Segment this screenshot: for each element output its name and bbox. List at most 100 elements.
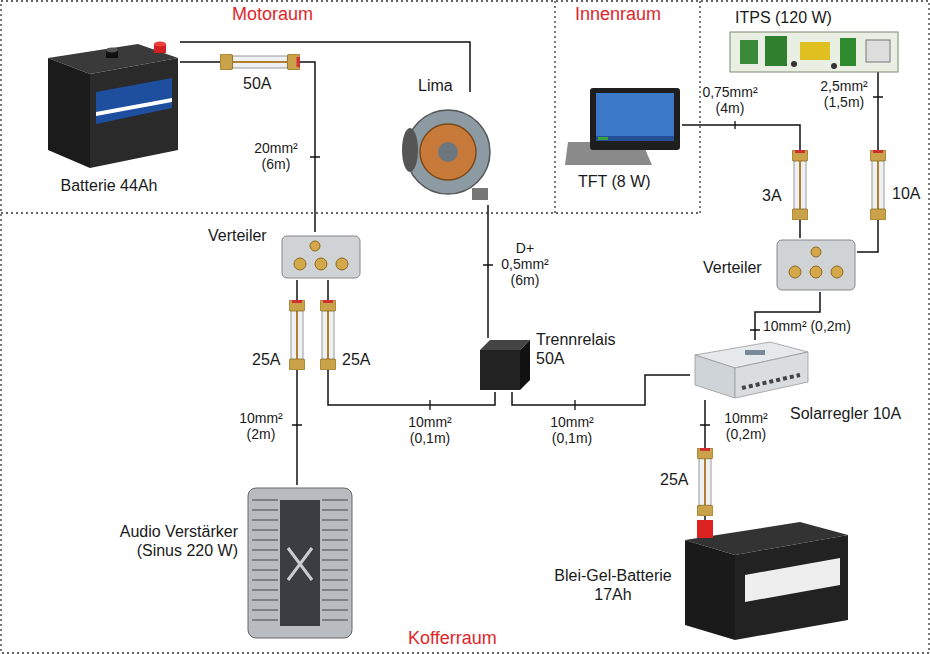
relay-picture [520,340,530,390]
wire [487,205,489,338]
fuse-rating: 3A [762,186,782,205]
wire-spec: 10mm² (0,2m) [716,410,776,442]
fuse-rating: 25A [342,350,370,369]
component-node: Verteiler [775,238,857,292]
tft-monitor-picture [596,93,674,141]
component-node: Blei-Gel-Batterie 17Ah [680,520,850,642]
distributor-picture [789,266,801,278]
itps-board-picture [866,40,890,62]
fuse-rating: 50A [243,74,271,93]
component-label: ITPS (120 W) [735,8,832,27]
component-node: Verteiler [280,232,362,280]
component-node: Trennrelais 50A [478,338,530,392]
wire-spec: 0,75mm² (4m) [700,84,760,116]
solar-controller-picture [742,375,800,388]
gel-battery-picture [685,520,848,640]
fuse-symbol [320,300,336,370]
distributor-picture [282,236,360,278]
component-node: ITPS (120 W) [730,30,898,72]
component-label: Lima [418,76,453,95]
component-label: Verteiler [703,258,762,277]
component-label: Blei-Gel-Batterie 17Ah [548,566,678,604]
starter-battery-picture [48,58,90,168]
wire-tick [292,97,883,425]
wire-spec: 10mm² (0,1m) [398,414,462,446]
solar-controller-picture [695,355,735,398]
fuse-symbol [792,150,808,220]
wire-spec: 10mm² (0,2m) [763,318,851,334]
distributor-picture [777,240,855,290]
relay-picture [480,350,520,390]
relay-picture [480,340,530,390]
region-name: Innenraum [575,4,661,26]
itps-board-picture [800,42,830,60]
component-node: Lima [400,92,492,205]
gel-battery-picture [697,520,713,538]
component-label: Verteiler [208,226,267,245]
gel-battery-picture [685,540,735,640]
component-label: TFT (8 W) [578,172,651,191]
wire [512,375,690,405]
alternator-picture [438,142,458,162]
itps-board-picture [730,32,898,72]
fuse-symbol [220,54,300,70]
wire-spec: 20mm² (6m) [250,140,302,172]
fuse-symbol [697,448,713,516]
fuse-symbol [289,300,305,370]
component-label: Solarregler 10A [790,404,901,423]
tft-monitor-picture [565,88,680,165]
component-node: Solarregler 10A [690,340,810,400]
component-node: Audio Verstärker (Sinus 220 W) [245,485,355,640]
itps-board-picture [840,38,856,66]
region-name: Motoraum [232,4,313,26]
starter-battery-picture [154,42,166,47]
solar-controller-picture [745,350,765,355]
itps-board-picture [765,36,787,66]
alternator-picture [472,188,488,200]
gel-battery-picture [735,535,848,640]
wire-tick [292,97,883,425]
distributor-picture [831,266,843,278]
distributor-picture [810,266,822,278]
distributor-picture [294,258,306,270]
amplifier-picture [248,488,352,638]
fuse-rating: 25A [660,470,688,489]
starter-battery-picture [96,98,172,116]
fuse-symbol [870,150,886,220]
component-label: Audio Verstärker (Sinus 220 W) [88,522,238,560]
starter-battery-picture [96,78,172,124]
distributor-picture [811,247,821,257]
starter-battery-picture [48,42,178,169]
tft-monitor-picture [590,88,680,150]
distributor-picture [777,240,855,290]
wire [180,62,315,232]
alternator-picture [402,128,418,172]
component-label: Batterie 44Ah [61,176,158,195]
gel-battery-picture [745,558,840,602]
tft-monitor-picture [596,136,674,141]
fuse-symbol [220,54,886,516]
component-node: TFT (8 W) [565,85,682,165]
wire-spec: 10mm² (2m) [232,410,290,442]
starter-battery-picture [106,48,118,53]
alternator-picture [420,124,476,180]
amplifier-picture [288,548,312,580]
itps-board-picture [730,32,898,72]
component-node: Batterie 44Ah [40,30,180,170]
wire [328,280,495,405]
distributor-picture [310,241,320,251]
alternator-picture [402,110,490,200]
fuse-rating: 10A [892,184,920,203]
component-label: Trennrelais 50A [536,330,628,368]
wire-spec: 2,5mm² (1,5m) [815,78,873,110]
wire-spec: 10mm² (0,1m) [540,414,604,446]
tft-monitor-picture [598,137,608,140]
solar-controller-picture [695,342,808,398]
fuse-rating: 25A [252,350,280,369]
distributor-picture [315,258,327,270]
distributor-picture [336,258,348,270]
alternator-picture [406,110,490,194]
itps-board-picture [831,63,837,69]
